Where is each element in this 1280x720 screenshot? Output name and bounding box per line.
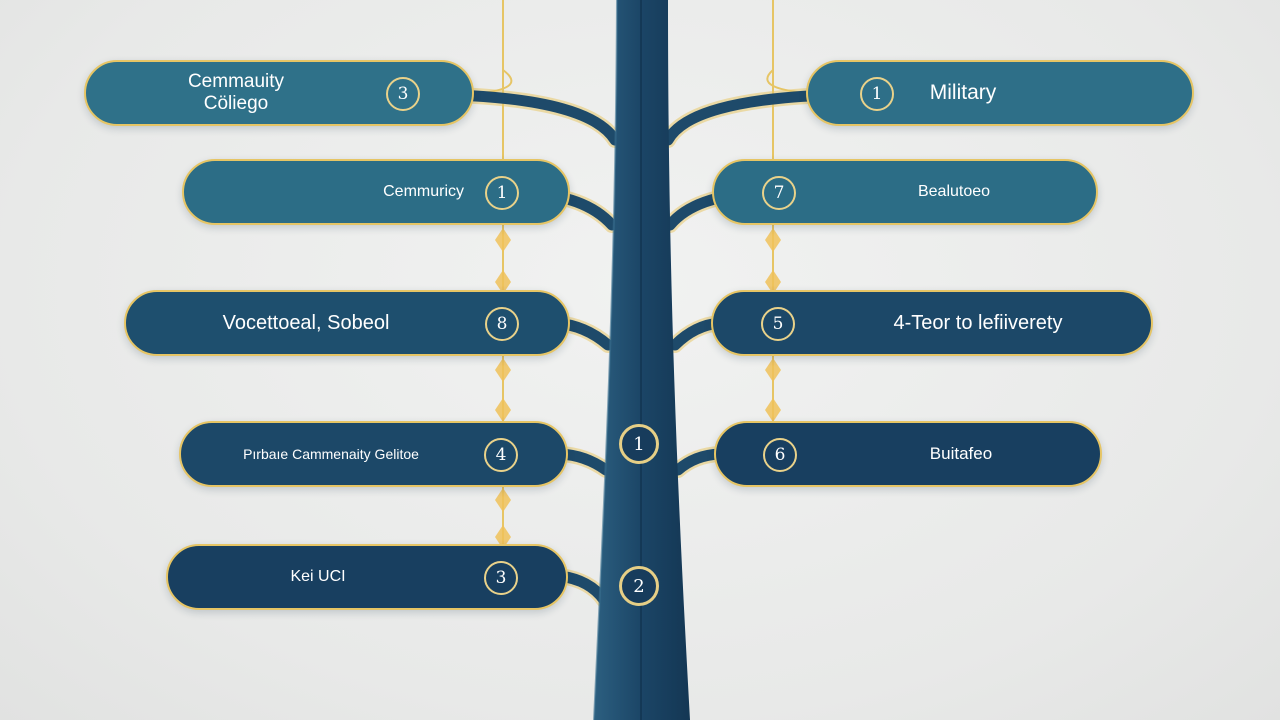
node-label: Cemmuricy: [383, 182, 464, 200]
node-number-badge: 3: [386, 77, 420, 111]
node-number-badge: 4: [484, 438, 518, 472]
pathway-node-vocational-school[interactable]: Vocettoeal, Sobeol 8: [124, 290, 570, 356]
node-number-badge: 7: [762, 176, 796, 210]
trunk-number-badge[interactable]: 1: [619, 424, 659, 464]
pathway-node-military[interactable]: 1 Military: [806, 60, 1194, 126]
node-label: Pırbaıe Cammenaity Gelitoe: [243, 445, 419, 462]
pathway-node-community-left[interactable]: Cemmuricy 1: [182, 159, 570, 225]
node-label: Kei UCI: [290, 567, 346, 585]
pathway-node-4-year-university[interactable]: 5 4-Teor to lefiiverety: [711, 290, 1153, 356]
trunk-number-badge[interactable]: 2: [619, 566, 659, 606]
pathway-node-community-college-left-top[interactable]: Cemmauity Cöliego 3: [84, 60, 474, 126]
pathway-node-buitafeo[interactable]: 6 Buitafeo: [714, 421, 1102, 487]
pathway-node-kei-uci[interactable]: Kei UCI 3: [166, 544, 568, 610]
node-number-badge: 6: [763, 438, 797, 472]
node-label: Cemmauity Cöliego: [187, 71, 285, 114]
node-number-badge: 5: [761, 307, 795, 341]
node-number-badge: 3: [484, 561, 518, 595]
pathway-node-bachelor[interactable]: 7 Bealutoeo: [712, 159, 1098, 225]
node-number-badge: 1: [860, 77, 894, 111]
node-number-badge: 8: [485, 307, 519, 341]
node-label: Bealutoeo: [917, 182, 991, 200]
node-label: Buitafeo: [929, 444, 993, 464]
node-number-badge: 1: [485, 176, 519, 210]
pathway-node-private-community-college[interactable]: Pırbaıe Cammenaity Gelitoe 4: [179, 421, 568, 487]
gold-junction-glows: [495, 228, 781, 549]
node-label: Vocettoeal, Sobeol: [222, 311, 390, 334]
node-label: Military: [929, 80, 997, 104]
node-label: 4-Teor to lefiiverety: [893, 311, 1063, 334]
